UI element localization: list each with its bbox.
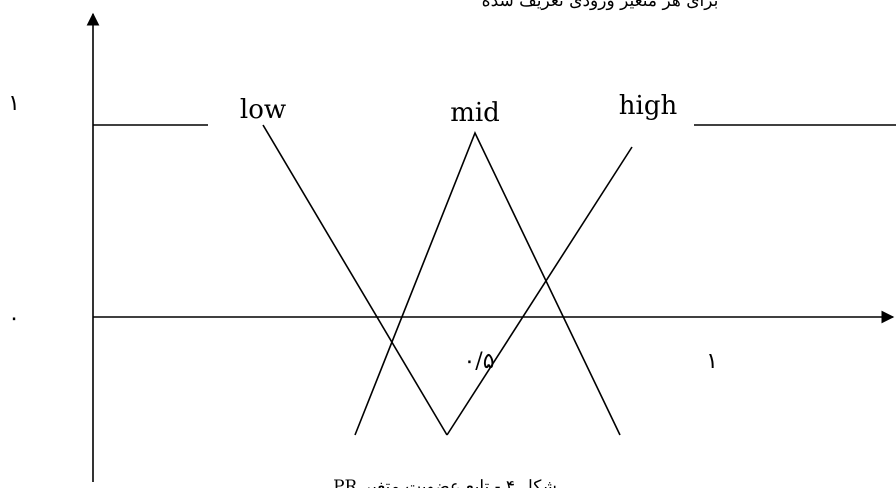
- mid-label: mid: [450, 98, 500, 128]
- y-tick-one: ۱: [8, 91, 20, 116]
- x-tick-one: ۱: [706, 349, 718, 374]
- y-tick-zero: ۰: [8, 306, 20, 331]
- low-label: low: [240, 95, 286, 125]
- low-membership-line: [262, 124, 448, 436]
- high-label: high: [619, 91, 678, 121]
- x-tick-half: ۰/۵: [463, 349, 494, 374]
- figure-caption: ﺷﻜﻞ ۴ - ﺗﺎﺑﻊ ﻋﻀﻮﻳﺖ ﻣﺘﻐﻴﺮ PR: [333, 477, 557, 488]
- top-caption: ﺑﺮای ﻫﺮ ﻣﺘﻐﻴﺮ ورودی ﺗﻌﺮﻳﻒ ﺷﺪه: [482, 0, 719, 11]
- mid-membership-triangle: [354, 131, 621, 436]
- high-membership-line: [446, 146, 633, 436]
